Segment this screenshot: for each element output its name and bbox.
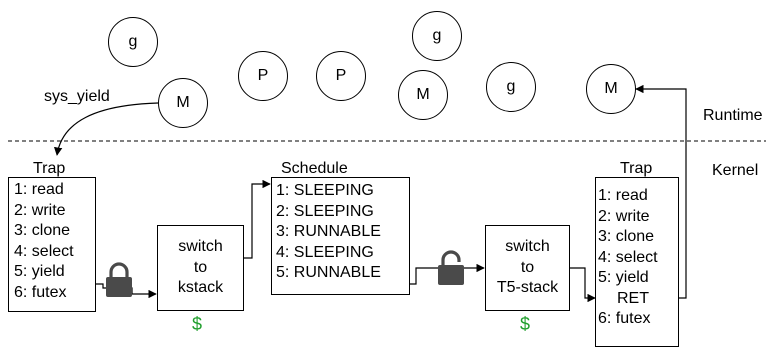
trap-left-title: Trap — [33, 160, 66, 177]
switch-line: to — [520, 258, 535, 276]
schedule-thread-list: 1: SLEEPING 2: SLEEPING 3: RUNNABLE 4: S… — [276, 181, 409, 284]
machine-node: M — [586, 64, 636, 114]
syscall-item: 4: select — [14, 242, 74, 260]
runtime-label: Runtime — [703, 107, 763, 124]
thread-state-item: 2: SLEEPING — [276, 202, 374, 220]
syscall-item: 6: futex — [598, 310, 651, 327]
syscall-item: 6: futex — [14, 283, 67, 301]
trap-right-box: 1: read 2: write 3: clone 4: select 5: y… — [595, 177, 679, 347]
trap-left-syscall-list: 1: read 2: write 3: clone 4: select 5: y… — [14, 180, 95, 303]
thread-state-item: 3: RUNNABLE — [276, 223, 381, 240]
goroutine-node: g — [108, 17, 158, 67]
syscall-item: 3: clone — [14, 222, 71, 239]
thread-state-item: 4: SLEEPING — [276, 243, 374, 261]
machine-node: M — [158, 78, 208, 128]
kernel-label: Kernel — [712, 162, 759, 179]
syscall-item: 5: yield — [598, 269, 649, 286]
trap-left-box: 1: read 2: write 3: clone 4: select 5: y… — [8, 177, 96, 312]
syscall-item: 4: select — [598, 248, 658, 266]
sys-yield-label: sys_yield — [44, 88, 110, 105]
trap-right-title: Trap — [620, 160, 653, 177]
thread-state-item: 5: RUNNABLE — [276, 264, 381, 281]
switch-line: T5-stack — [496, 279, 559, 297]
switch-t5-stack-box: switch to T5-stack — [485, 225, 570, 311]
switch-line: switch — [178, 238, 223, 256]
thread-state-item: 1: SLEEPING — [276, 182, 374, 199]
ret-item: RET — [617, 289, 649, 307]
syscall-item: 2: write — [14, 201, 66, 219]
syscall-item: 5: yield — [14, 263, 65, 280]
syscall-item: 3: clone — [598, 228, 655, 245]
schedule-box: 1: SLEEPING 2: SLEEPING 3: RUNNABLE 4: S… — [271, 177, 410, 295]
goroutine-node: g — [412, 11, 462, 61]
lock-icon — [106, 262, 132, 297]
kstack-to-schedule-arrow — [244, 179, 271, 259]
syscall-item: 1: read — [598, 187, 648, 204]
t5-to-trap-arrow — [570, 267, 596, 303]
processor-node: P — [316, 51, 366, 101]
sys-yield-arrow — [53, 102, 159, 156]
goroutine-node: g — [486, 62, 536, 112]
machine-node: M — [398, 70, 448, 120]
cost-symbol: $ — [192, 314, 203, 334]
unlock-icon — [438, 250, 464, 285]
syscall-item: 2: write — [598, 207, 650, 225]
diagram: g M P P g M g M sys_yield Runtime Kernel… — [8, 11, 766, 347]
processor-node: P — [238, 51, 288, 101]
syscall-item: 1: read — [14, 181, 64, 198]
schedule-title: Schedule — [281, 160, 348, 177]
switch-line: to — [193, 258, 208, 276]
trap-right-syscall-list: 1: read 2: write 3: clone 4: select 5: y… — [598, 186, 678, 330]
cost-symbol: $ — [520, 314, 531, 334]
switch-line: switch — [505, 238, 550, 256]
switch-line: kstack — [177, 279, 224, 297]
switch-kstack-box: switch to kstack — [157, 225, 244, 311]
